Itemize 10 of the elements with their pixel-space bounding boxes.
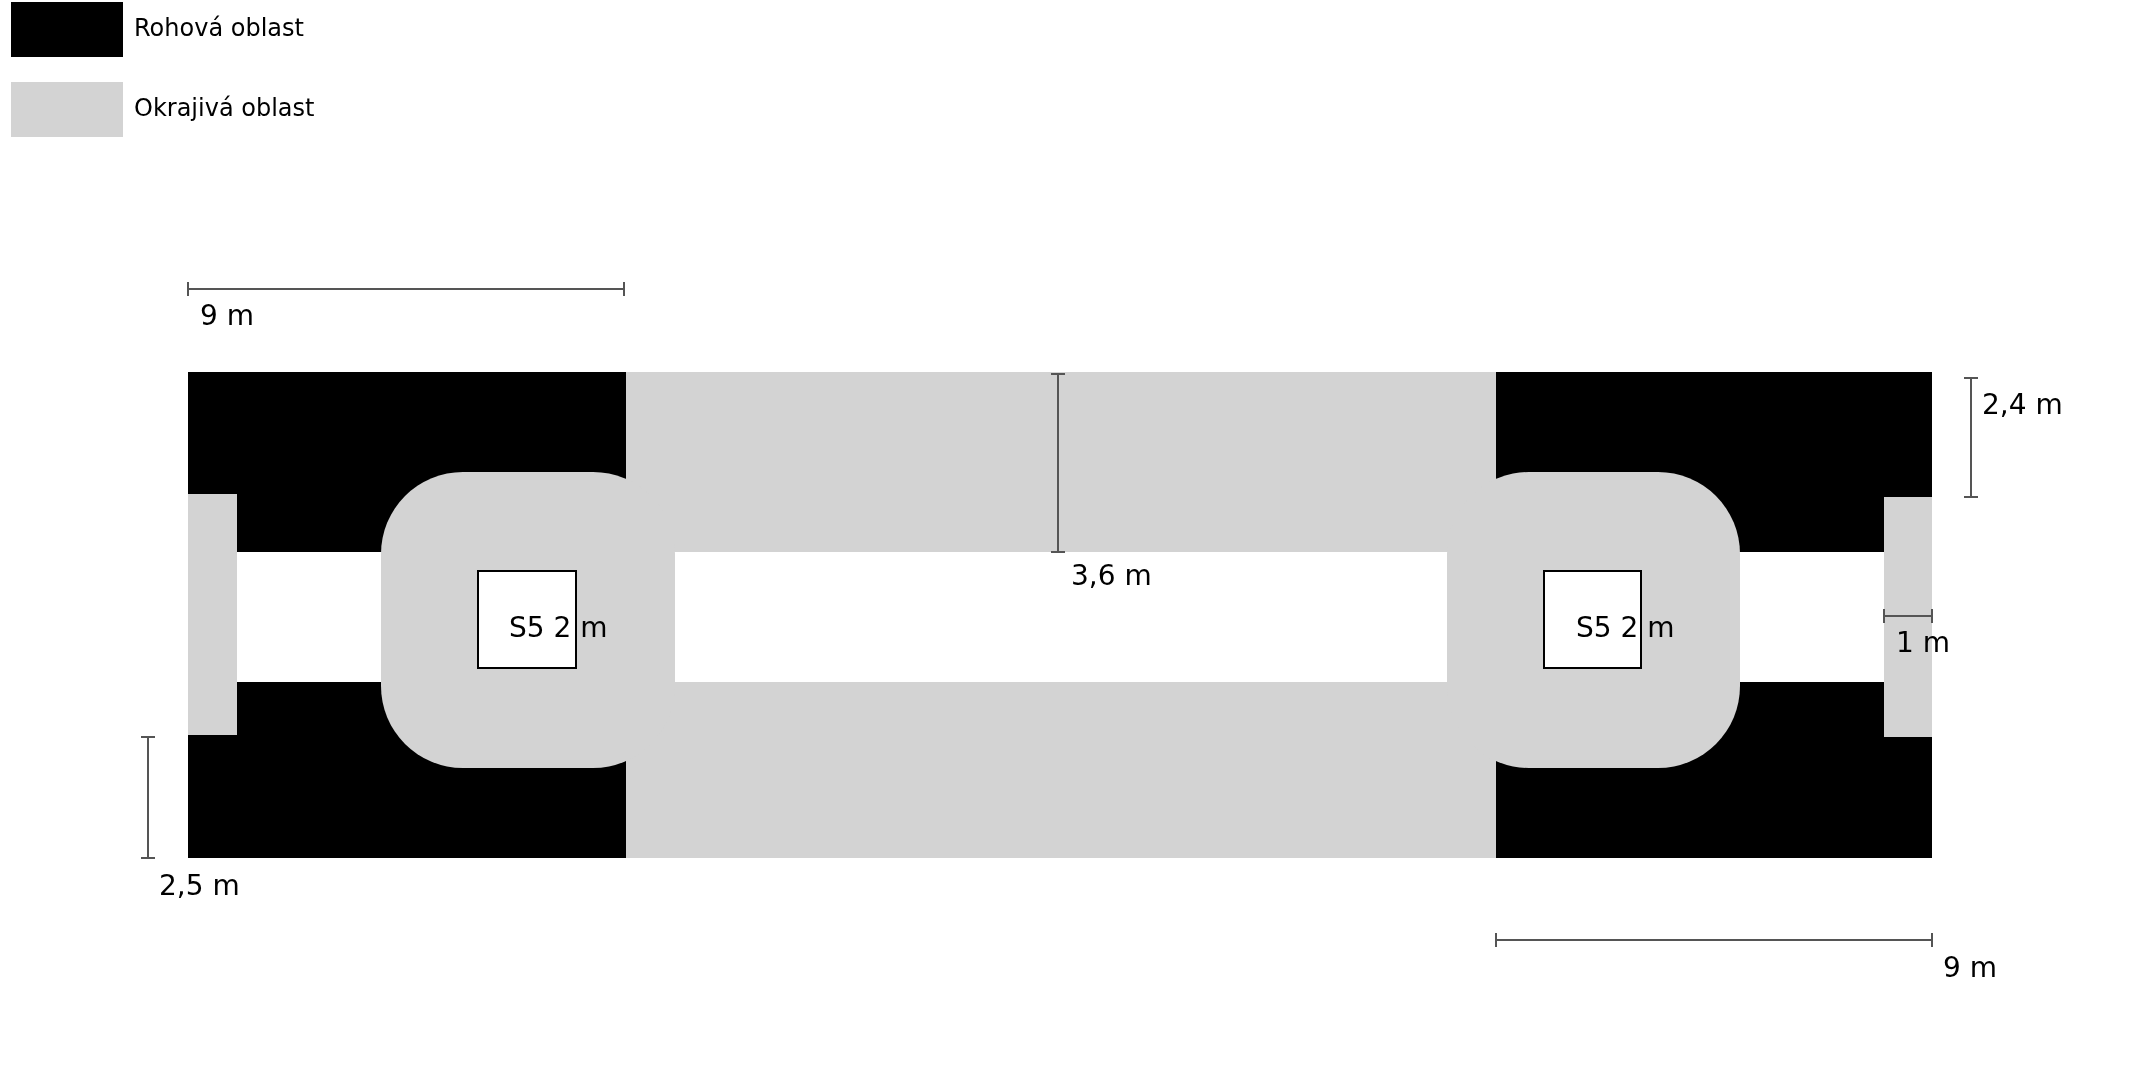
dimension-label: 3,6 m: [1071, 562, 1152, 590]
column-label: S5 2 m: [1576, 614, 1675, 642]
dimension-label: 2,5 m: [159, 872, 240, 900]
dimension-label: 9 m: [1943, 954, 1997, 982]
legend-label: Okrajivá oblast: [134, 96, 315, 120]
dimension-label: 2,4 m: [1982, 391, 2063, 419]
dimension-label: 9 m: [200, 302, 254, 330]
dimension-label: 1 m: [1896, 629, 1950, 657]
legend-label: Rohová oblast: [134, 16, 304, 40]
column-label: S5 2 m: [509, 614, 608, 642]
